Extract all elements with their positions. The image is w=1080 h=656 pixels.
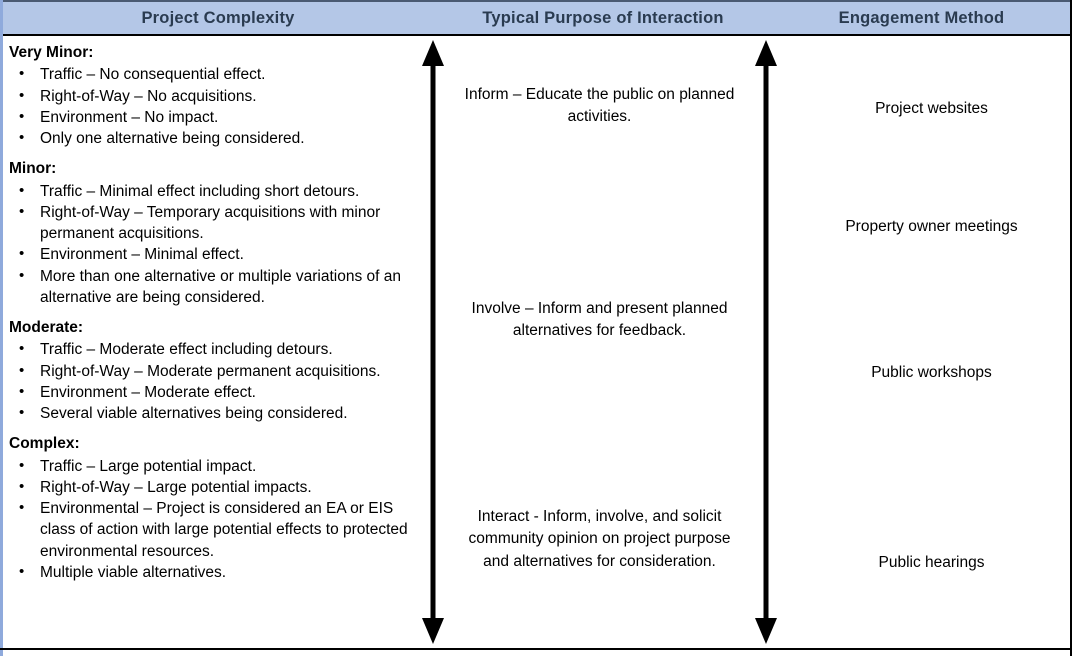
- project-complexity-column: Very Minor: • Traffic – No consequential…: [3, 36, 421, 648]
- list-item: • Traffic – Large potential impact.: [9, 456, 417, 477]
- list-item: • Traffic – Minimal effect including sho…: [9, 181, 417, 202]
- method-item: Project websites: [875, 100, 988, 117]
- table-right-border: [1070, 0, 1072, 656]
- list-item: • Right-of-Way – Large potential impacts…: [9, 477, 417, 498]
- double-headed-arrow-icon: [755, 40, 777, 644]
- table-body: Very Minor: • Traffic – No consequential…: [3, 36, 1070, 648]
- table-left-border: [0, 0, 3, 656]
- list-item: • Right-of-Way – No acquisitions.: [9, 86, 417, 107]
- column-header-typical-purpose: Typical Purpose of Interaction: [482, 9, 724, 27]
- purpose-item: Inform – Educate the public on planned a…: [464, 86, 735, 126]
- list-item-text: More than one alternative or multiple va…: [40, 267, 402, 306]
- bullet-icon: •: [19, 181, 25, 199]
- complexity-group-title: Moderate:: [9, 319, 84, 337]
- list-item-text: Traffic – Moderate effect including deto…: [40, 341, 333, 359]
- bullet-icon: •: [19, 499, 25, 517]
- list-item-text: Traffic – Minimal effect including short…: [40, 182, 360, 200]
- method-item: Public hearings: [878, 554, 985, 571]
- method-item: Public workshops: [871, 364, 992, 381]
- list-item: • Multiple viable alternatives.: [9, 562, 417, 583]
- list-item-text: Traffic – No consequential effect.: [40, 66, 266, 84]
- complexity-group-moderate: Moderate: • Traffic – Moderate effect in…: [9, 317, 417, 424]
- bullet-icon: •: [19, 382, 25, 400]
- bullet-icon: •: [19, 65, 25, 83]
- list-item-text: Several viable alternatives being consid…: [40, 405, 348, 423]
- list-item-text: Right-of-Way – Moderate permanent acquis…: [40, 362, 381, 380]
- list-item: • Traffic – Moderate effect including de…: [9, 339, 417, 360]
- complexity-group-title: Complex:: [9, 435, 80, 453]
- list-item-text: Right-of-Way – Temporary acquisitions wi…: [40, 203, 381, 243]
- list-item: • Environment – Minimal effect.: [9, 244, 417, 265]
- complexity-group-complex: Complex: • Traffic – Large potential imp…: [9, 433, 417, 583]
- list-item: • Right-of-Way – Temporary acquisitions …: [9, 202, 417, 244]
- complexity-group-title: Minor:: [9, 160, 57, 178]
- list-item-text: Environment – Minimal effect.: [40, 246, 244, 264]
- bullet-icon: •: [19, 129, 25, 147]
- list-item: • Environment – Moderate effect.: [9, 382, 417, 403]
- table-top-border: [0, 0, 1072, 2]
- bullet-icon: •: [19, 340, 25, 358]
- purpose-item: Interact - Inform, involve, and solicit …: [468, 508, 731, 570]
- list-item: • Only one alternative being considered.: [9, 128, 417, 149]
- list-item-text: Traffic – Large potential impact.: [40, 457, 257, 475]
- list-item-text: Environment – Moderate effect.: [40, 383, 256, 401]
- double-arrow-complexity-to-purpose: [413, 36, 453, 648]
- bullet-icon: •: [19, 107, 25, 125]
- double-headed-arrow-icon: [422, 40, 444, 644]
- list-item: • Environmental – Project is considered …: [9, 498, 417, 562]
- typical-purpose-column: Inform – Educate the public on planned a…: [453, 36, 746, 648]
- complexity-group-very-minor: Very Minor: • Traffic – No consequential…: [9, 42, 417, 149]
- bullet-icon: •: [19, 478, 25, 496]
- list-item-text: Multiple viable alternatives.: [40, 563, 227, 581]
- list-item: • Environment – No impact.: [9, 107, 417, 128]
- list-item-text: Right-of-Way – No acquisitions.: [40, 87, 257, 105]
- column-header-engagement-method: Engagement Method: [838, 9, 1005, 27]
- table-header-row: Project Complexity Typical Purpose of In…: [3, 2, 1070, 36]
- list-item-text: Environment – No impact.: [40, 108, 219, 126]
- bullet-icon: •: [19, 404, 25, 422]
- bullet-icon: •: [19, 202, 25, 220]
- list-item-text: Environmental – Project is considered an…: [40, 500, 408, 560]
- list-item-text: Right-of-Way – Large potential impacts.: [40, 479, 312, 497]
- bullet-icon: •: [19, 86, 25, 104]
- list-item: • Right-of-Way – Moderate permanent acqu…: [9, 361, 417, 382]
- list-item: • Several viable alternatives being cons…: [9, 403, 417, 424]
- list-item: • Traffic – No consequential effect.: [9, 64, 417, 85]
- complexity-group-minor: Minor: • Traffic – Minimal effect includ…: [9, 158, 417, 308]
- bullet-icon: •: [19, 266, 25, 284]
- method-item: Property owner meetings: [845, 218, 1018, 235]
- column-header-project-complexity: Project Complexity: [141, 9, 295, 27]
- complexity-group-title: Very Minor:: [9, 44, 94, 61]
- bullet-icon: •: [19, 562, 25, 580]
- bullet-icon: •: [19, 361, 25, 379]
- engagement-method-column: Project websites Property owner meetings…: [793, 36, 1070, 648]
- list-item-text: Only one alternative being considered.: [40, 130, 305, 148]
- bullet-icon: •: [19, 245, 25, 263]
- purpose-item: Involve – Inform and present planned alt…: [471, 300, 728, 340]
- double-arrow-purpose-to-method: [746, 36, 786, 648]
- list-item: • More than one alternative or multiple …: [9, 266, 417, 308]
- bullet-icon: •: [19, 456, 25, 474]
- table-bottom-border: [0, 648, 1072, 650]
